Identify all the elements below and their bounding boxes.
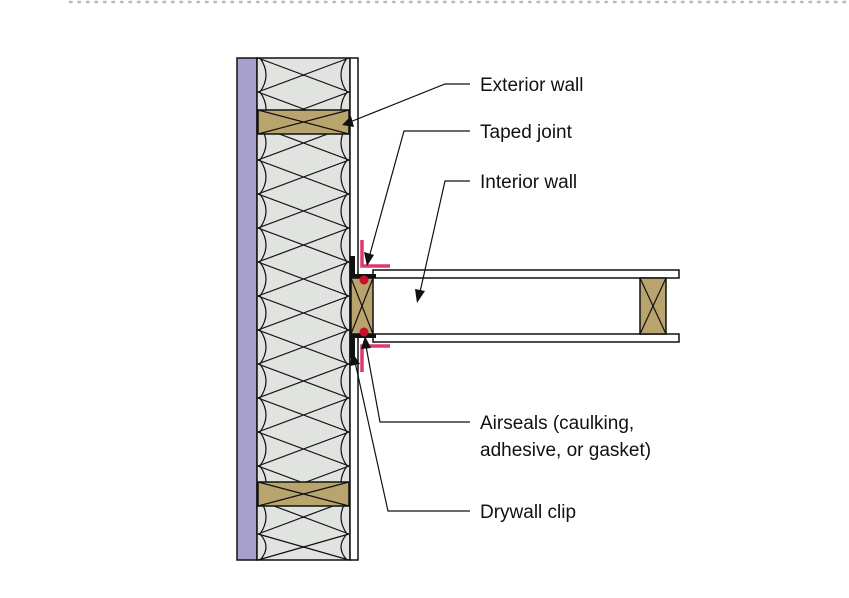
arrow-taped-joint [364, 252, 374, 266]
exterior-wall [236, 57, 359, 561]
label-taped-joint: Taped joint [480, 122, 573, 143]
leader-taped-joint [369, 130, 470, 255]
leader-drywall-clip [354, 361, 470, 512]
leader-airseals [365, 345, 470, 423]
label-exterior-wall: Exterior wall [480, 75, 583, 96]
interior-wall [350, 269, 680, 343]
interior-wall-drywall-bottom [372, 333, 680, 343]
leader-exterior-wall [349, 83, 470, 123]
arrow-interior-wall [415, 289, 425, 303]
leader-arrowheads [342, 116, 425, 366]
interior-wall-drywall-top [372, 269, 680, 279]
arrow-exterior-wall [342, 116, 354, 127]
label-drywall-clip: Drywall clip [480, 502, 576, 523]
exterior-sheathing [236, 57, 258, 561]
label-interior-wall: Interior wall [480, 172, 577, 193]
batt-insulation [256, 57, 351, 561]
airseals [359, 275, 369, 337]
leader-lines [349, 83, 470, 512]
label-airseals-line1: Airseals (caulking, [480, 413, 634, 434]
interior-wall-stud [639, 277, 667, 335]
exterior-wall-blocking-bottom [257, 481, 350, 507]
arrow-drywall-clip [350, 352, 360, 366]
arrow-airseals [361, 336, 371, 349]
leader-interior-wall [419, 180, 470, 293]
exterior-wall-blocking-top [257, 109, 350, 135]
interior-wall-end-stud [350, 277, 374, 335]
label-airseals-line2: adhesive, or gasket) [480, 440, 651, 461]
